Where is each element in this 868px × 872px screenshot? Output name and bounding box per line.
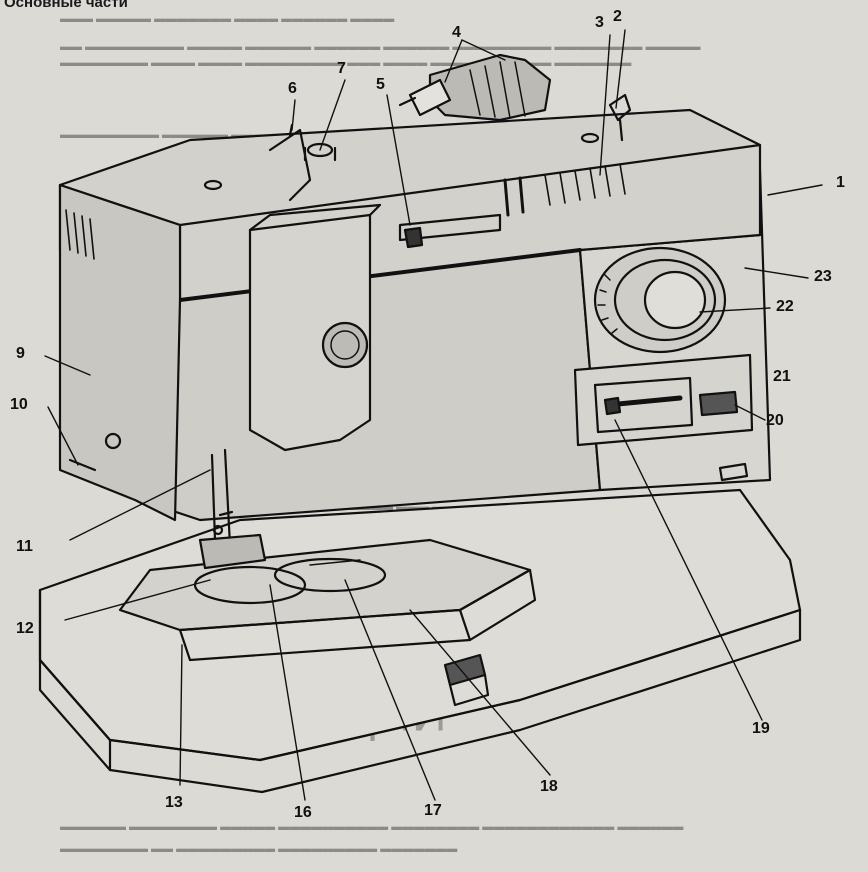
needle-plate xyxy=(193,557,387,605)
stitch-selector-dial xyxy=(321,321,369,369)
callout-16: 16 xyxy=(294,804,312,821)
callout-11: 11 xyxy=(16,538,33,555)
base-switch xyxy=(718,462,749,482)
machine-base xyxy=(38,488,802,794)
callout-9: 9 xyxy=(16,345,25,362)
callout-4: 4 xyxy=(452,24,461,41)
callout-5: 5 xyxy=(376,76,385,93)
thread-guide-right xyxy=(608,93,632,142)
callout-23: 23 xyxy=(814,268,832,285)
needle-and-foot xyxy=(198,448,267,570)
stitch-slider xyxy=(398,213,502,249)
leader-lines xyxy=(44,29,823,801)
callout-12: 12 xyxy=(16,620,34,637)
face-plate xyxy=(248,203,382,452)
callout-21: 21 xyxy=(773,368,791,385)
callout-6: 6 xyxy=(288,80,297,97)
head-side-cover xyxy=(58,183,182,522)
callout-17: 17 xyxy=(424,802,442,819)
control-panel xyxy=(573,353,754,447)
callout-1: 1 xyxy=(836,174,845,191)
callout-22: 22 xyxy=(776,298,794,315)
handwheel xyxy=(593,246,727,354)
callout-3: 3 xyxy=(595,14,604,31)
callout-20: 20 xyxy=(766,412,784,429)
spool-with-thread xyxy=(398,53,552,122)
callout-2: 2 xyxy=(613,8,622,25)
callout-19: 19 xyxy=(752,720,770,737)
callout-7: 7 xyxy=(337,60,346,77)
stitch-chart xyxy=(503,163,626,217)
callout-18: 18 xyxy=(540,778,558,795)
page-heading: Основные части xyxy=(4,0,128,11)
callout-13: 13 xyxy=(165,794,183,811)
callout-10: 10 xyxy=(10,396,28,413)
